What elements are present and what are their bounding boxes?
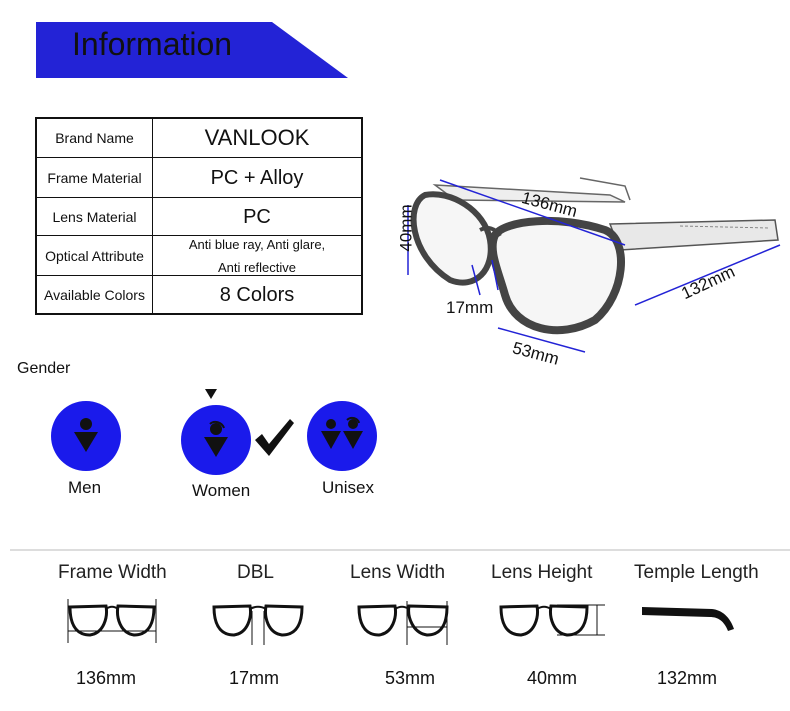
checkmark-icon	[255, 419, 294, 456]
info-table: Brand Name VANLOOK Frame Material PC + A…	[35, 117, 363, 315]
measure-value-dbl: 17mm	[229, 668, 280, 688]
dim-bridge: 17mm	[446, 298, 494, 317]
gender-option-men[interactable]: Men	[68, 478, 102, 497]
row-value: Anti blue ray, Anti glare, Anti reflecti…	[153, 236, 361, 276]
measure-title-lens-height: Lens Height	[491, 562, 593, 583]
lens-width-icon	[357, 601, 449, 645]
row-value: VANLOOK	[204, 125, 310, 150]
row-value: PC	[243, 205, 271, 228]
table-row: Frame Material PC + Alloy	[37, 157, 361, 198]
page-title: Information	[72, 26, 233, 62]
dim-height: 40mm	[396, 204, 416, 252]
row-label: Brand Name	[37, 119, 153, 157]
measure-title-frame-width: Frame Width	[58, 562, 167, 583]
banner-shape	[36, 22, 348, 78]
row-value-line: Anti blue ray, Anti glare,	[188, 237, 326, 252]
row-value-line: Anti reflective	[217, 260, 297, 275]
men-icon[interactable]	[50, 400, 122, 472]
dbl-icon	[212, 604, 304, 645]
frame-width-icon	[67, 599, 157, 643]
table-row: Lens Material PC	[37, 197, 361, 236]
row-label: Optical Attribute	[37, 236, 153, 276]
row-value: 8 Colors	[219, 283, 295, 306]
temple-length-icon	[642, 607, 734, 631]
row-label: Frame Material	[37, 158, 153, 198]
table-row: Available Colors 8 Colors	[37, 275, 361, 314]
measure-title-dbl: DBL	[237, 562, 274, 583]
gender-option-women[interactable]: Women	[192, 481, 251, 500]
lens-height-icon	[499, 604, 605, 637]
measure-title-lens-width: Lens Width	[350, 562, 446, 583]
row-label: Lens Material	[37, 198, 153, 236]
header-banner: Information	[36, 22, 348, 78]
measure-value-frame-width: 136mm	[76, 668, 137, 688]
women-icon[interactable]	[180, 404, 252, 476]
table-row: Optical Attribute Anti blue ray, Anti gl…	[37, 235, 361, 276]
row-value: PC + Alloy	[210, 166, 304, 189]
gender-label: Gender	[17, 360, 71, 377]
unisex-icon[interactable]	[306, 400, 378, 472]
glasses-sketch-illustration	[407, 177, 781, 353]
row-label: Available Colors	[37, 276, 153, 314]
section-divider	[10, 549, 790, 551]
measure-value-lens-height: 40mm	[527, 668, 578, 688]
table-row: Brand Name VANLOOK	[37, 119, 361, 157]
gender-option-unisex[interactable]: Unisex	[322, 478, 374, 497]
selected-indicator-icon	[205, 389, 217, 399]
measure-title-temple-length: Temple Length	[634, 562, 759, 583]
measure-value-lens-width: 53mm	[385, 668, 436, 688]
measure-value-temple-length: 132mm	[657, 668, 718, 688]
